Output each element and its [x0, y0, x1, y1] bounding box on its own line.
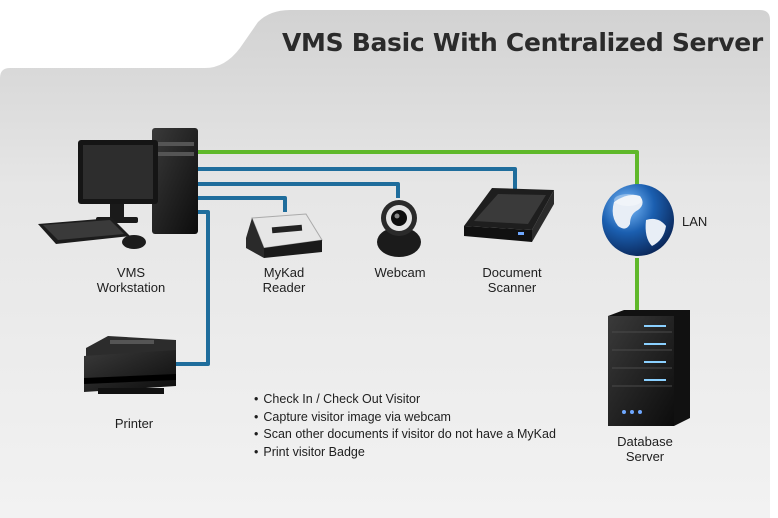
scanner-link-line: [196, 167, 517, 190]
workstation-label-line1: VMS: [116, 265, 146, 280]
diagram-title: VMS Basic With Centralized Server: [282, 28, 763, 57]
database-server-label-line1: Database: [617, 434, 673, 449]
lan-label-line1: LAN: [682, 214, 708, 229]
feature-item: Capture visitor image via webcam: [254, 409, 556, 427]
workstation-label: VMS Workstation: [86, 265, 176, 295]
webcam-label-line1: Webcam: [374, 265, 426, 280]
scanner-icon: [464, 188, 554, 242]
lan-link-line: [196, 150, 639, 190]
workstation-label-line2: Workstation: [96, 280, 166, 295]
mykad-reader-label-line2: Reader: [262, 280, 306, 295]
printer-label: Printer: [94, 416, 174, 431]
feature-item: Scan other documents if visitor do not h…: [254, 426, 556, 444]
reader-link-line: [196, 196, 287, 212]
server-icon: [608, 310, 690, 426]
feature-item: Print visitor Badge: [254, 444, 556, 462]
mykad-reader-label-line1: MyKad: [263, 265, 305, 280]
webcam-icon: [377, 200, 421, 257]
feature-list: Check In / Check Out Visitor Capture vis…: [254, 391, 556, 461]
desktop-computer-icon: [38, 128, 198, 249]
scanner-label: Document Scanner: [472, 265, 552, 295]
webcam-link-line: [196, 182, 400, 198]
lan-label: LAN: [682, 214, 716, 229]
database-server-label-line2: Server: [625, 449, 665, 464]
scanner-label-line1: Document: [482, 265, 542, 280]
card-reader-icon: [246, 213, 323, 258]
printer-label-line1: Printer: [114, 416, 154, 431]
globe-icon: [602, 184, 674, 256]
printer-link-line: [176, 210, 210, 366]
mykad-reader-label: MyKad Reader: [244, 265, 324, 295]
printer-icon: [84, 336, 176, 394]
webcam-label: Webcam: [360, 265, 440, 280]
database-server-label: Database Server: [600, 434, 690, 464]
scanner-label-line2: Scanner: [487, 280, 537, 295]
feature-item: Check In / Check Out Visitor: [254, 391, 556, 409]
